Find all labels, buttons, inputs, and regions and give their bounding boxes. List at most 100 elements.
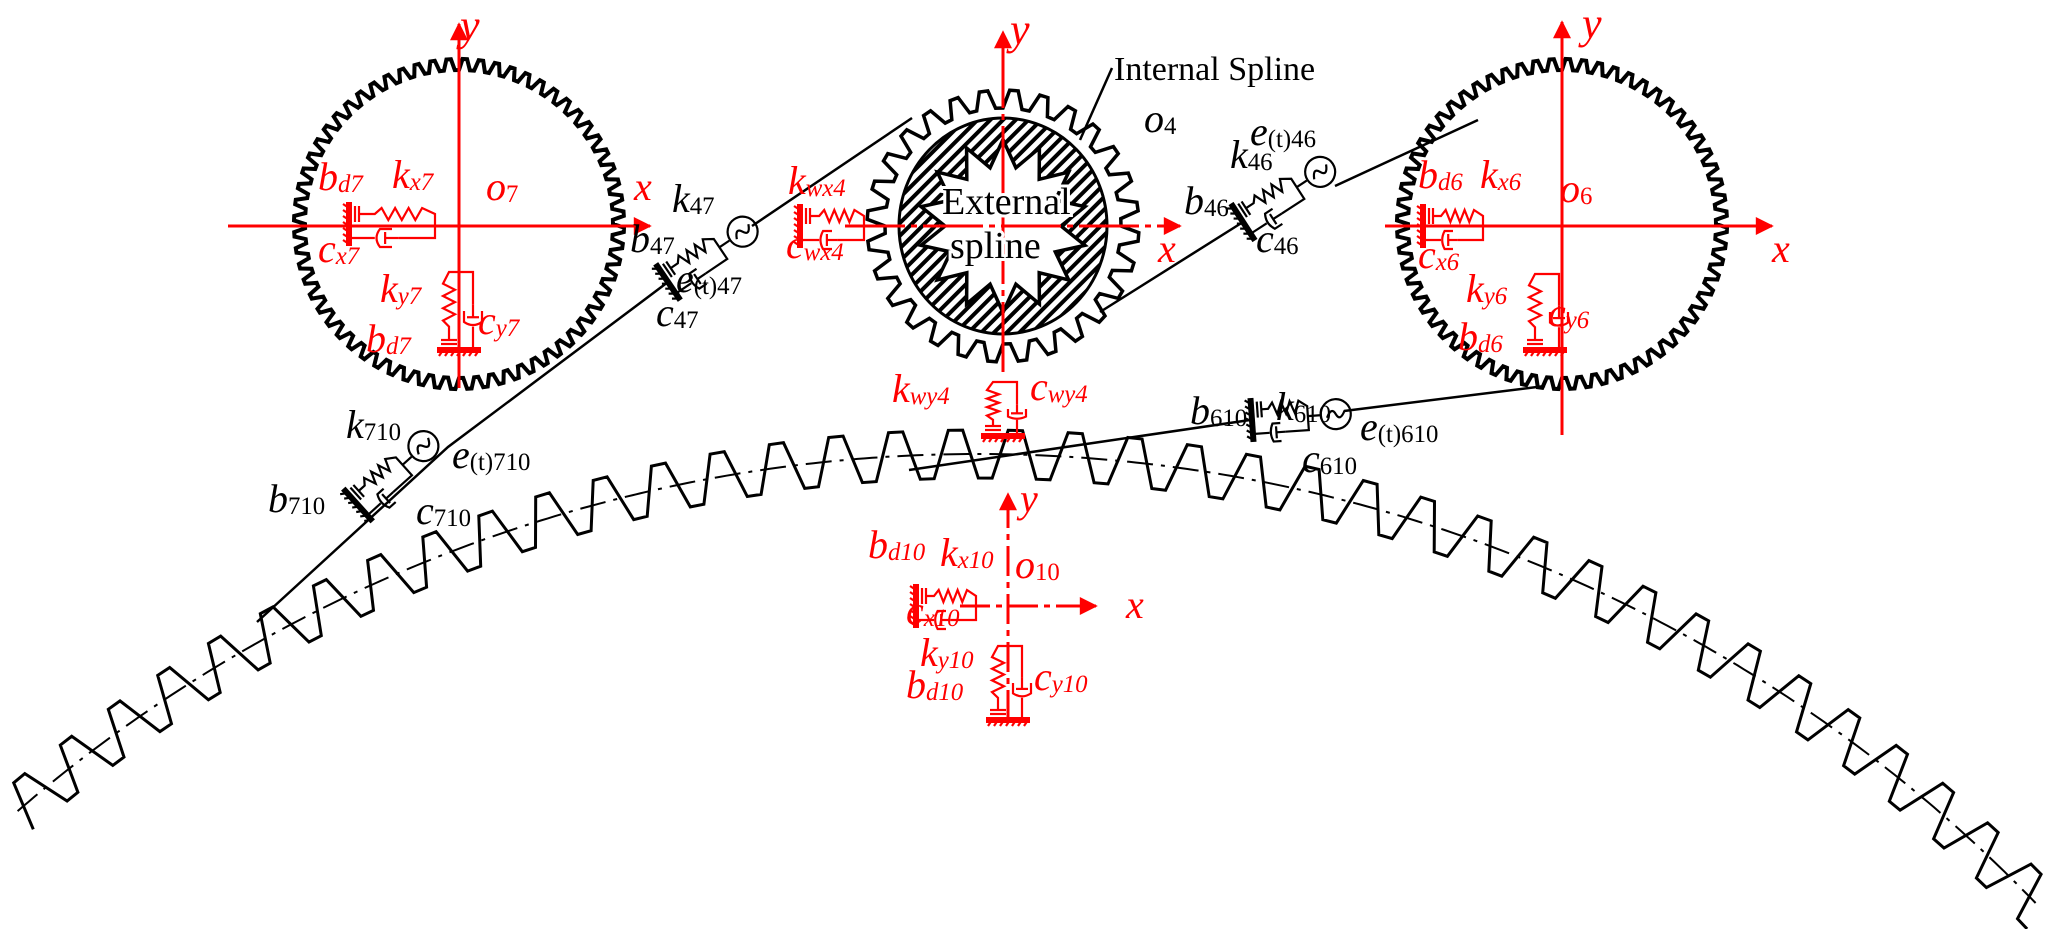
external-spline-label-line1: External [942, 181, 1071, 223]
symbol-label-c47: c47 [656, 290, 699, 335]
element-610 [1244, 397, 1352, 443]
symbol-subscript: d10 [888, 539, 926, 566]
symbol-main: k [920, 630, 939, 675]
symbol-subscript: y6 [1481, 283, 1508, 310]
symbol-main: y [1578, 0, 1602, 48]
symbol-label-kwx4: kwx4 [788, 158, 846, 203]
symbol-main: c [906, 588, 924, 633]
ring-gear [11, 428, 2043, 929]
symbol-subscript: 47 [674, 307, 699, 334]
ring-gear-teeth [11, 428, 2043, 929]
symbol-subscript: 610 [1294, 401, 1331, 428]
symbol-subscript: 710 [288, 493, 325, 520]
symbol-main: o [1015, 542, 1035, 587]
symbol-subscript: wx4 [806, 175, 846, 202]
symbol-label-k710: k710 [346, 402, 401, 447]
symbol-subscript: wx4 [804, 239, 844, 266]
external-spline-label-line2: spline [950, 225, 1041, 267]
element-y6 [1523, 272, 1570, 357]
symbol-subscript: 47 [650, 233, 675, 260]
symbol-main: b [906, 662, 926, 707]
meshing-line-610-gear6 [1343, 384, 1546, 413]
symbol-label-b46: b46 [1184, 178, 1229, 223]
symbol-main: k [1230, 132, 1249, 177]
symbol-label-bd10: bd10 [868, 522, 926, 567]
emission-source-icon [1325, 409, 1346, 419]
symbol-subscript: d7 [386, 333, 412, 360]
symbol-main: c [1418, 232, 1436, 277]
symbol-label-cy7: cy7 [478, 298, 521, 343]
symbol-main: c [656, 290, 674, 335]
symbol-main: k [380, 266, 399, 311]
symbol-main: b [1458, 314, 1478, 359]
symbol-main: c [318, 226, 336, 271]
symbol-subscript: (t)47 [694, 273, 742, 300]
symbol-main: o [1560, 166, 1580, 211]
symbol-label-bd6: bd6 [1418, 152, 1463, 197]
symbol-subscript: 7 [506, 181, 518, 208]
element-710 [339, 430, 440, 524]
symbol-label-kwy4: kwy4 [892, 366, 950, 411]
emission-source-icon [1312, 164, 1328, 180]
symbol-subscript: 46 [1274, 233, 1299, 260]
symbol-label-b710: b710 [268, 476, 325, 521]
symbol-subscript: y10 [935, 647, 974, 674]
symbol-label-kx10: kx10 [940, 530, 994, 575]
meshing-line-610 [908, 418, 1251, 472]
symbol-subscript: (t)46 [1268, 126, 1316, 153]
symbol-main: k [1480, 152, 1499, 197]
symbol-label-y: y [1578, 0, 1602, 48]
symbol-label-bd7: bd7 [318, 154, 364, 199]
symbol-subscript: d7 [338, 171, 364, 198]
symbol-label-et710: e(t)710 [452, 432, 530, 477]
internal-spline-label: Internal Spline [1114, 51, 1315, 88]
symbol-main: c [1548, 290, 1566, 335]
symbol-main: k [1466, 266, 1485, 311]
symbol-subscript: d10 [926, 679, 964, 706]
element-wx4 [793, 204, 866, 251]
symbol-subscript: 610 [1320, 453, 1357, 480]
element-x10 [909, 584, 978, 631]
symbol-main: e [676, 256, 694, 301]
element-y7 [437, 270, 484, 357]
symbol-main: c [1030, 364, 1048, 409]
symbol-main: x [1125, 582, 1144, 627]
symbol-main: b [1190, 388, 1210, 433]
coordinate-axes [228, 20, 1774, 720]
symbol-main: k [672, 176, 691, 221]
symbol-main: k [940, 530, 959, 575]
symbol-label-y: y [1006, 5, 1030, 54]
meshing-line-47-gear4 [751, 116, 913, 228]
symbol-label-kx6: kx6 [1480, 152, 1522, 197]
symbol-label-o4: o4 [1144, 96, 1177, 141]
symbol-label-cy10: cy10 [1034, 654, 1088, 699]
symbol-main: c [478, 298, 496, 343]
emission-source-icon [735, 223, 750, 240]
symbol-main: b [268, 476, 288, 521]
symbol-main: b [318, 154, 338, 199]
meshing-line-710-47 [256, 281, 669, 623]
element-47 [651, 215, 759, 302]
symbol-label-bd6: bd6 [1458, 314, 1503, 359]
symbol-subscript: x10 [923, 605, 960, 632]
symbol-main: b [868, 522, 888, 567]
symbol-label-ky10: ky10 [920, 630, 974, 675]
symbol-label-cwy4: cwy4 [1030, 364, 1088, 409]
symbol-label-cx6: cx6 [1418, 232, 1460, 277]
ring-gear-pitch-circle [16, 453, 2037, 904]
meshing-line-46-gear6 [1334, 118, 1479, 188]
symbol-subscript: 10 [1035, 559, 1060, 586]
symbol-label-ky7: ky7 [380, 266, 423, 311]
emission-source-icon [416, 437, 431, 455]
symbol-main: b [630, 216, 650, 261]
symbol-main: c [786, 222, 804, 267]
symbol-label-x: x [1157, 226, 1176, 271]
symbol-main: x [633, 164, 652, 209]
symbol-main: k [392, 152, 411, 197]
symbol-main: c [1256, 216, 1274, 261]
symbol-label-cy6: cy6 [1548, 290, 1590, 335]
symbol-main: k [1276, 384, 1295, 429]
